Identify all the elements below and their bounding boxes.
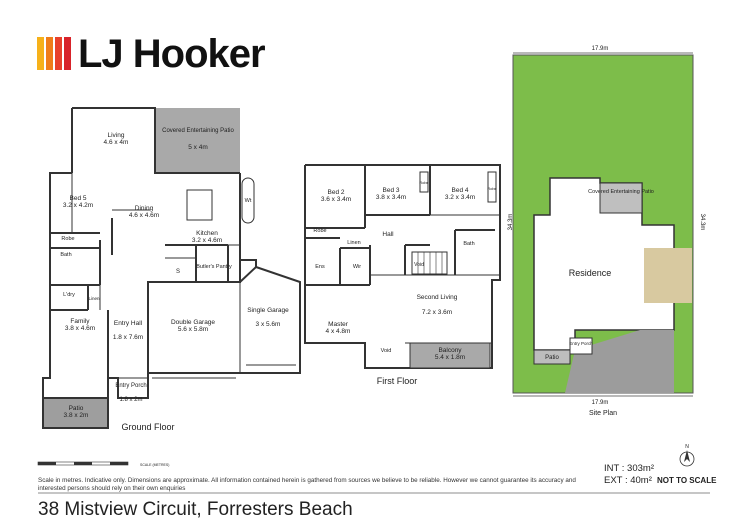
site-plan bbox=[512, 52, 694, 397]
room-laundry-name: L'dry bbox=[63, 292, 75, 298]
room-ensuite-name: Ens bbox=[315, 264, 325, 270]
room-double-garage-name: Double Garage bbox=[171, 319, 215, 326]
room-entry-hall-name: Entry Hall bbox=[114, 320, 143, 327]
logo-bar-1 bbox=[37, 37, 44, 70]
room-master-dim: 4 x 4.8m bbox=[326, 328, 351, 335]
logo-bar-3 bbox=[55, 37, 62, 70]
room-balcony-dim: 5.4 x 1.8m bbox=[435, 354, 465, 361]
room-kitchen-dim: 3.2 x 4.6m bbox=[192, 237, 222, 244]
room-living-name: Living bbox=[108, 132, 125, 139]
room-master-name: Master bbox=[328, 321, 349, 328]
room-kitchen-name: Kitchen bbox=[196, 230, 218, 237]
site-covered-patio-label: Covered Entertaining Patio bbox=[588, 189, 654, 195]
room-store-name: S bbox=[176, 269, 180, 275]
disclaimer-text: Scale in metres. Indicative only. Dimens… bbox=[38, 477, 576, 492]
site-bottom-dim: 17.9m bbox=[592, 400, 609, 406]
room-patio-dim: 3.8 x 2m bbox=[64, 412, 89, 419]
first-floor-plan bbox=[304, 164, 501, 369]
site-top-dim: 17.9m bbox=[592, 46, 609, 52]
scale-bar bbox=[37, 461, 129, 466]
room-bed5-dim: 3.2 x 4.2m bbox=[63, 202, 93, 209]
logo-bar-2 bbox=[46, 37, 53, 70]
room-bed4-dim: 3.2 x 3.4m bbox=[445, 194, 475, 201]
room-linen-name: Linen bbox=[88, 296, 100, 301]
room-bed5-name: Bed 5 bbox=[70, 195, 87, 202]
room-single-garage-dim: 3 x 5.6m bbox=[256, 321, 281, 328]
room-robe-3-name: Robe bbox=[487, 186, 497, 191]
logo-mark bbox=[37, 37, 72, 70]
area-external: EXT : 40m² bbox=[604, 475, 652, 486]
room-single-garage-name: Single Garage bbox=[247, 307, 289, 314]
room-family-name: Family bbox=[70, 318, 90, 325]
compass-label: N bbox=[685, 444, 689, 450]
ground-floor-plan bbox=[42, 107, 301, 429]
site-residence-label: Residence bbox=[569, 268, 612, 278]
site-plan-title: Site Plan bbox=[589, 410, 617, 417]
room-bed3-dim: 3.8 x 3.4m bbox=[376, 194, 406, 201]
room-hall-name: Hall bbox=[382, 231, 394, 238]
room-second-living-name: Second Living bbox=[417, 294, 458, 301]
room-void-1-name: Void bbox=[414, 262, 424, 268]
brand-name: LJ Hooker bbox=[78, 32, 266, 76]
site-right-dim: 34.3m bbox=[699, 214, 705, 231]
site-entry-porch-label: Entry Porch bbox=[569, 341, 593, 346]
logo-bar-4 bbox=[64, 37, 71, 70]
site-left-dim: 34.3m bbox=[508, 214, 514, 231]
room-bed4-name: Bed 4 bbox=[452, 187, 469, 194]
room-butlers-pantry-name: Butler's Pantry bbox=[196, 264, 232, 270]
room-balcony-name: Balcony bbox=[438, 347, 462, 354]
room-void-2-name: Void bbox=[381, 348, 392, 354]
room-wt-name: Wt bbox=[245, 198, 252, 204]
room-family-dim: 3.8 x 4.6m bbox=[65, 325, 95, 332]
room-wir-name: Wir bbox=[353, 264, 361, 270]
room-bath-name: Bath bbox=[60, 252, 71, 258]
room-robe-name: Robe bbox=[61, 236, 74, 242]
room-entry-hall-dim: 1.8 x 7.6m bbox=[113, 334, 143, 341]
room-covered-patio-name: Covered Entertaining Patio bbox=[162, 128, 234, 134]
room-robe-1-name: Robe bbox=[313, 228, 326, 234]
room-patio-name: Patio bbox=[69, 405, 84, 412]
room-bed2-dim: 3.6 x 3.4m bbox=[321, 196, 351, 203]
room-linen-name-ff: Linen bbox=[347, 240, 360, 246]
ground-floor-title: Ground Floor bbox=[121, 422, 174, 432]
room-double-garage-dim: 5.6 x 5.8m bbox=[178, 326, 208, 333]
room-robe-2-name: Robe bbox=[419, 180, 429, 185]
room-bed3-name: Bed 3 bbox=[383, 187, 400, 194]
room-bed2-name: Bed 2 bbox=[328, 189, 345, 196]
room-living-dim: 4.6 x 4m bbox=[104, 139, 129, 146]
room-entry-porch-name: Entry Porch bbox=[115, 383, 146, 389]
area-internal: INT : 303m² bbox=[604, 463, 654, 474]
room-dining-name: Dining bbox=[135, 205, 154, 212]
room-entry-porch-dim: 1.8 x 2m bbox=[119, 397, 142, 403]
room-dining-dim: 4.6 x 4.6m bbox=[129, 212, 159, 219]
property-address: 38 Mistview Circuit, Forresters Beach bbox=[38, 499, 353, 520]
scale-label: SCALE (METRES) bbox=[140, 463, 169, 467]
room-bath-name-ff: Bath bbox=[463, 241, 474, 247]
site-patio-label: Patio bbox=[545, 355, 559, 361]
room-covered-patio-dim: 5 x 4m bbox=[188, 144, 208, 151]
compass-icon bbox=[679, 450, 695, 467]
room-second-living-dim: 7.2 x 3.6m bbox=[422, 309, 452, 316]
not-to-scale-label: NOT TO SCALE bbox=[657, 476, 717, 485]
first-floor-title: First Floor bbox=[377, 376, 418, 386]
